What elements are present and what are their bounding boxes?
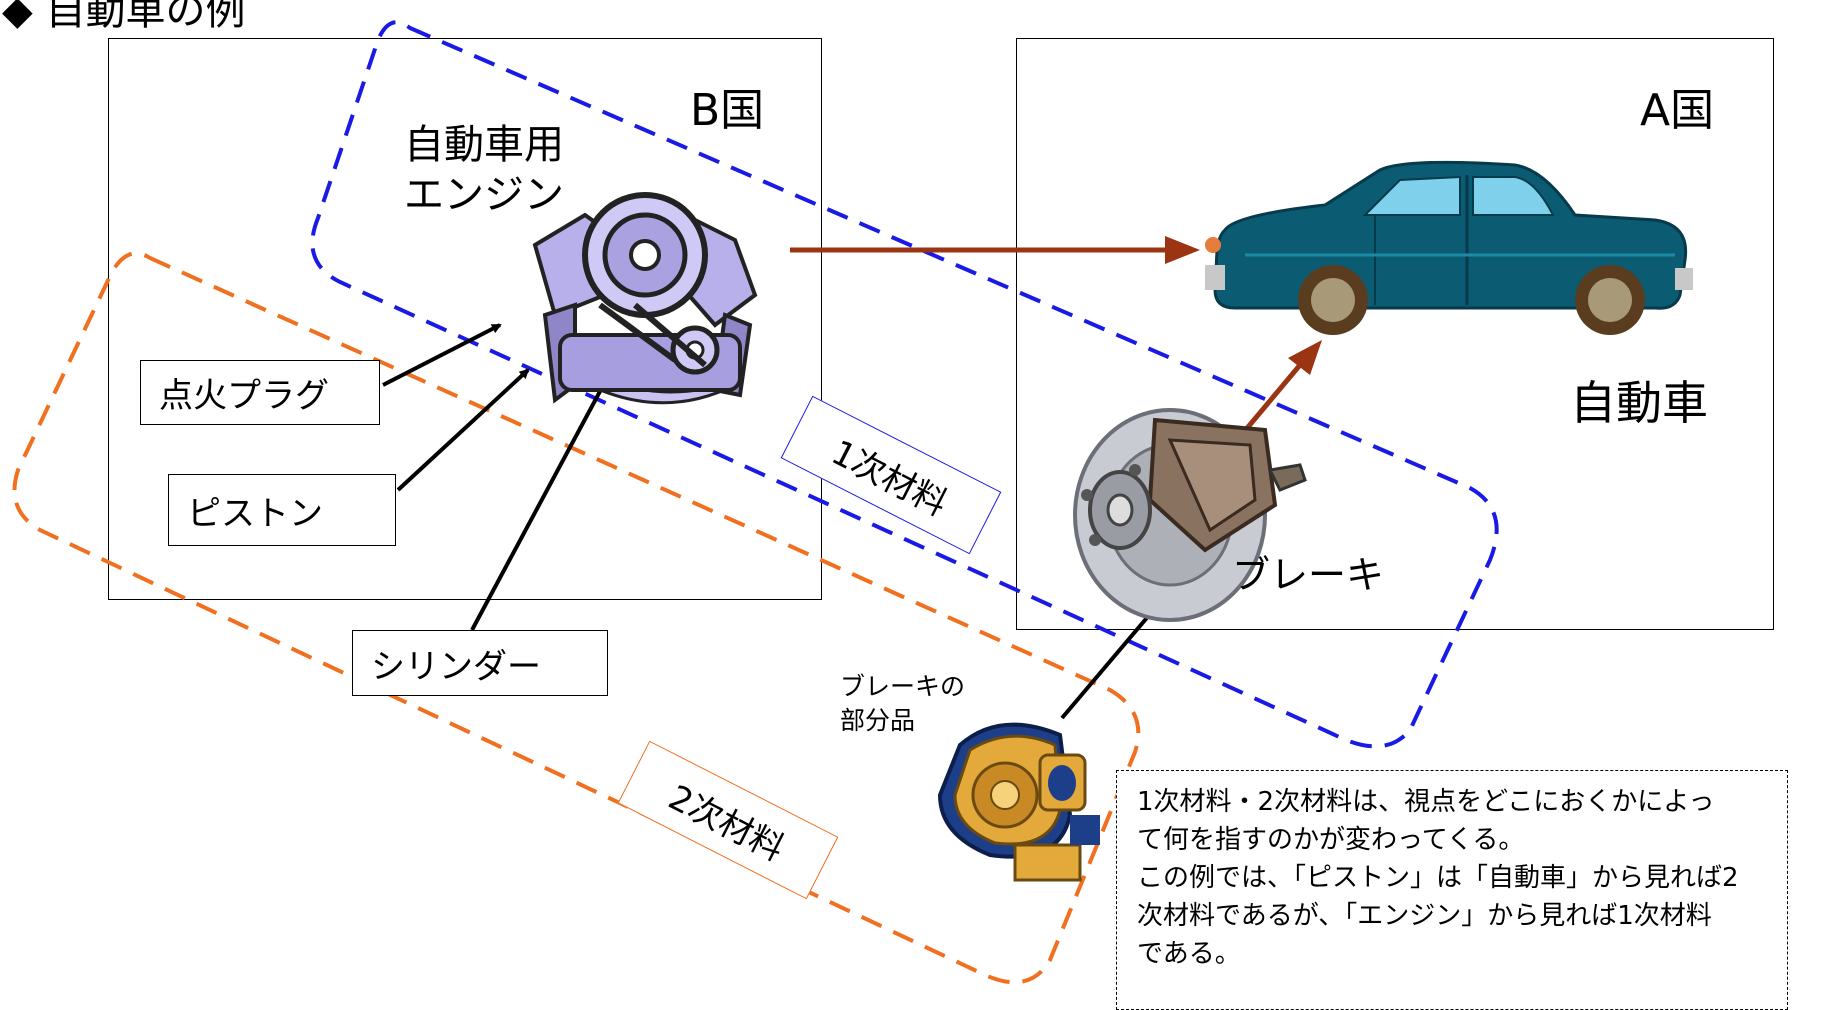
note-line-3: この例では、「ピストン」は「自動車」から見れば2 bbox=[1137, 863, 1739, 893]
brake-to-car-arrowhead bbox=[1288, 340, 1322, 375]
brake-part-label-line-2: 部分品 bbox=[840, 706, 916, 735]
engine-icon bbox=[532, 192, 758, 405]
note-line-2: て何を指すのかが変わってくる。 bbox=[1137, 825, 1525, 855]
engine-to-car-arrowhead bbox=[1165, 236, 1200, 264]
page-title: ◆ 自動車の例 bbox=[2, 0, 246, 34]
engine-label-line-2: エンジン bbox=[404, 172, 564, 218]
secondary-material-loop bbox=[12, 251, 1141, 985]
country-b-label: B国 bbox=[690, 85, 765, 136]
spark-plug-arrow bbox=[382, 323, 502, 387]
piston-arrow bbox=[396, 368, 530, 492]
cylinder-box: シリンダー bbox=[352, 630, 608, 696]
piston-box: ピストン bbox=[168, 474, 396, 546]
note-line-5: である。 bbox=[1137, 939, 1241, 969]
brake-to-car-arrow bbox=[1241, 363, 1302, 435]
car-label: 自動車 bbox=[1570, 376, 1708, 430]
brake-part-arrow bbox=[1060, 598, 1164, 720]
explanation-note: 1次材料・2次材料は、視点をどこにおくかによっ て何を指すのかが変わってくる。 … bbox=[1116, 770, 1788, 1010]
brake-part-label: ブレーキの 部分品 bbox=[840, 670, 965, 738]
note-line-1: 1次材料・2次材料は、視点をどこにおくかによっ bbox=[1137, 787, 1715, 817]
primary-material-loop bbox=[310, 20, 1499, 749]
engine-label: 自動車用 エンジン bbox=[404, 120, 564, 220]
turbocharger-icon bbox=[937, 722, 1100, 882]
engine-label-line-1: 自動車用 bbox=[404, 122, 564, 168]
car-icon bbox=[1205, 160, 1693, 335]
spark-plug-box: 点火プラグ bbox=[140, 360, 380, 425]
brake-label: ブレーキ bbox=[1232, 553, 1385, 597]
country-a-label: A国 bbox=[1640, 85, 1715, 136]
country-b-box bbox=[108, 38, 822, 600]
country-a-box bbox=[1016, 38, 1774, 630]
brake-icon bbox=[1073, 408, 1307, 622]
brake-part-label-line-1: ブレーキの bbox=[840, 672, 966, 701]
cylinder-arrow bbox=[470, 380, 607, 631]
note-line-4: 次材料であるが、「エンジン」から見れば1次材料 bbox=[1137, 901, 1712, 931]
